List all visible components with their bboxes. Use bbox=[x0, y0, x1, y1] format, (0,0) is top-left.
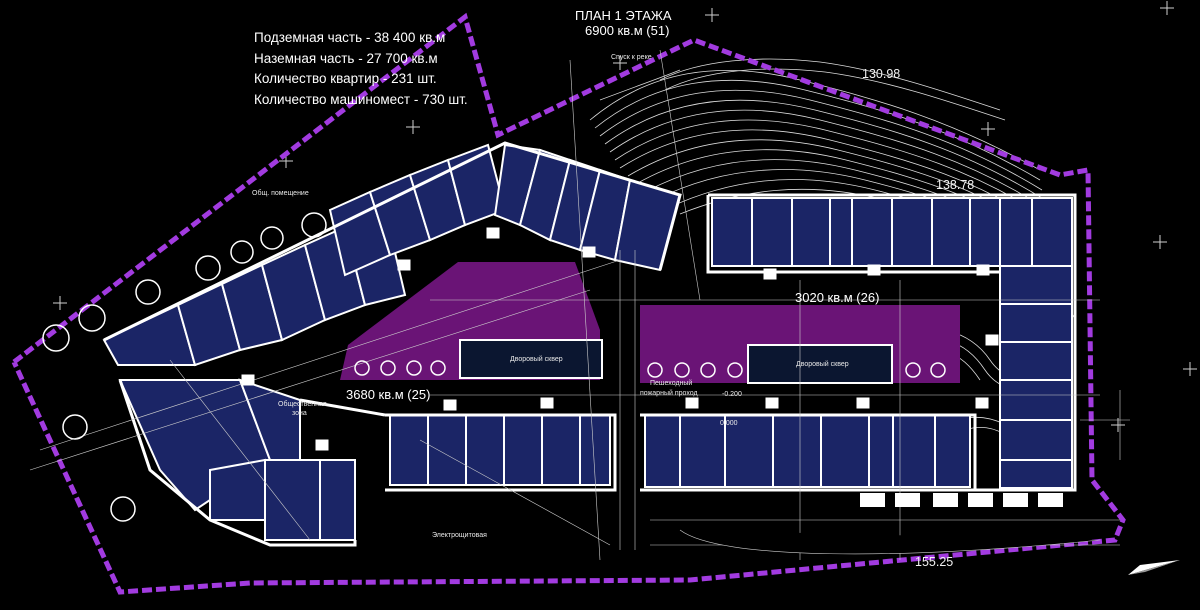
stat-underground: Подземная часть - 38 400 кв.м bbox=[254, 30, 446, 45]
site-boundary bbox=[11, 12, 1126, 595]
elevation-mid: 138.78 bbox=[936, 178, 975, 192]
area-label-east: 3020 кв.м (26) bbox=[795, 290, 880, 305]
label-public-zone-2: зона bbox=[292, 410, 307, 417]
label-courtyard-east: Дворовый сквер bbox=[796, 361, 849, 368]
grid-lines bbox=[29, 49, 1130, 561]
label-level-minus: -0.200 bbox=[722, 391, 742, 398]
area-label-west: 3680 кв.м (25) bbox=[346, 387, 431, 402]
north-arrow-icon bbox=[1128, 560, 1180, 575]
courtyard-pools bbox=[459, 339, 893, 384]
label-descent: Спуск к реке bbox=[611, 54, 652, 61]
label-public-zone-1: Общественная bbox=[278, 401, 327, 408]
building-outlines bbox=[103, 141, 1077, 547]
stat-apartments: Количество квартир - 231 шт. bbox=[254, 71, 437, 86]
label-fire-passage-2: пожарный проход bbox=[640, 390, 698, 397]
trees bbox=[42, 212, 946, 522]
garage-bays bbox=[860, 493, 1063, 507]
label-level-0: 0.000 bbox=[720, 420, 738, 427]
elevation-bottom: 155.25 bbox=[915, 555, 954, 569]
survey-crosses bbox=[53, 1, 1197, 432]
label-common-room: Общ. помещение bbox=[252, 190, 309, 197]
elevation-top: 130.98 bbox=[862, 67, 901, 81]
label-electrical: Электрощитовая bbox=[432, 532, 487, 539]
plan-title-block: ПЛАН 1 ЭТАЖА 6900 кв.м (51) bbox=[575, 8, 672, 38]
project-stats: Подземная часть - 38 400 кв.м Наземная ч… bbox=[254, 28, 468, 110]
west-building-units bbox=[102, 143, 682, 541]
label-fire-passage-1: Пешеходный bbox=[650, 380, 693, 387]
stat-parking: Количество машиномест - 730 шт. bbox=[254, 91, 468, 107]
label-courtyard-west: Дворовый сквер bbox=[510, 356, 563, 363]
plan-title: ПЛАН 1 ЭТАЖА bbox=[575, 8, 672, 23]
plan-subtitle: 6900 кв.м (51) bbox=[585, 23, 670, 38]
east-building-units bbox=[644, 197, 1073, 489]
stair-cores bbox=[241, 227, 999, 451]
stat-aboveground: Наземная часть - 27 700 кв.м bbox=[254, 50, 438, 66]
